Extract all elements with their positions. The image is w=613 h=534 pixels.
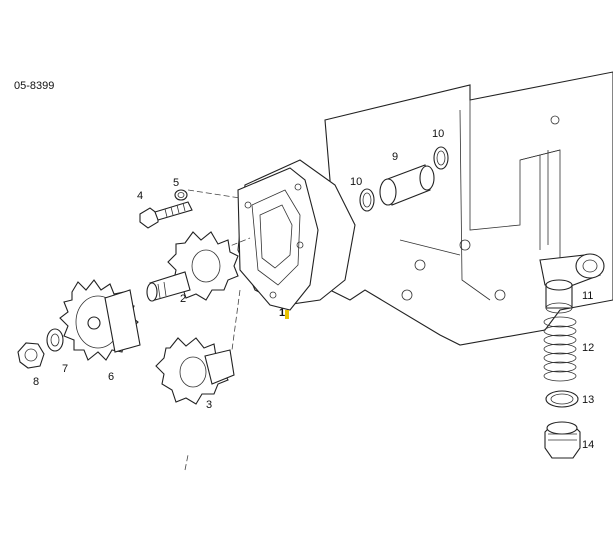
callout-5: 5 [173, 177, 180, 189]
callout-13: 13 [582, 394, 595, 406]
pump-housing [237, 159, 356, 311]
callout-7: 7 [62, 363, 69, 375]
callout-6: 6 [108, 371, 115, 383]
callout-10a: 10 [350, 176, 363, 188]
callout-2: 2 [180, 293, 187, 305]
callout-12: 12 [582, 342, 595, 354]
drive-gear-shaft [146, 231, 239, 302]
nut [17, 342, 45, 369]
valve-piston [545, 279, 573, 314]
drawing-code: 05-8399 [14, 80, 55, 92]
callout-8: 8 [33, 376, 40, 388]
callout-10b: 10 [432, 128, 445, 140]
sleeve [379, 164, 435, 206]
bolt [139, 201, 193, 229]
plug [544, 421, 581, 459]
callout-3: 3 [206, 399, 213, 411]
callout-14: 14 [582, 439, 595, 451]
callout-9: 9 [392, 151, 399, 163]
part-1-highlight [285, 310, 289, 319]
callout-11: 11 [582, 290, 594, 302]
callout-4: 4 [137, 190, 144, 202]
o-ring [433, 146, 449, 170]
callout-1: 1 [279, 307, 286, 319]
washer [174, 189, 188, 201]
o-ring [359, 188, 375, 212]
idler-gear [155, 337, 235, 405]
spur-gear [59, 279, 141, 361]
spring [543, 316, 577, 382]
washer [46, 328, 64, 352]
seal-ring [545, 390, 579, 408]
